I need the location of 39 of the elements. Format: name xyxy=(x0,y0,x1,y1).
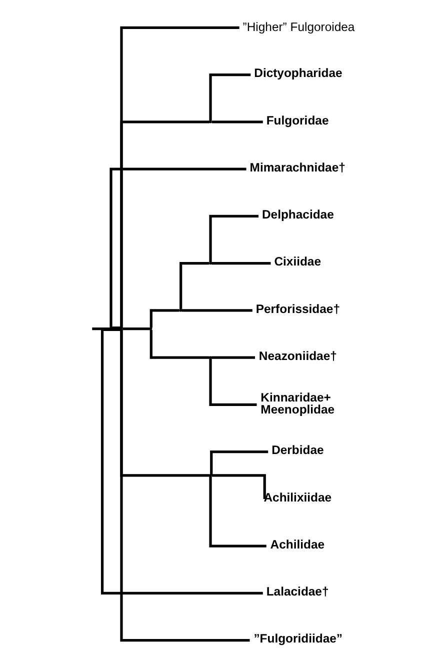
node-point xyxy=(120,327,122,330)
node-point xyxy=(149,327,152,330)
node-text: ”Fulgoridiidae” xyxy=(254,632,343,646)
node-point xyxy=(209,120,212,124)
node-text: Lalacidae† xyxy=(266,584,329,599)
node-point xyxy=(179,309,182,312)
connector xyxy=(150,309,180,328)
node-point xyxy=(209,262,212,265)
node-text: Perforissidae† xyxy=(256,302,340,316)
connector xyxy=(209,214,258,262)
connector xyxy=(120,330,250,642)
connector xyxy=(210,450,268,476)
node-text: Fulgoridae xyxy=(266,113,329,128)
node-text: Achilixiidae xyxy=(264,490,332,504)
connector xyxy=(120,120,210,328)
connector xyxy=(212,120,263,124)
node-text: Mimarachnidae† xyxy=(250,160,346,174)
node-text: Achilidae xyxy=(270,537,325,552)
node-text: Dictyopharidae xyxy=(254,66,342,80)
connector xyxy=(120,330,210,477)
node-text: Cixiidae xyxy=(274,254,322,269)
connector xyxy=(182,309,252,312)
connector xyxy=(209,73,251,121)
connector xyxy=(212,474,266,499)
connector xyxy=(122,327,150,330)
node-text: ”Higher” Fulgoroidea xyxy=(242,20,355,34)
node-text: Kinnaridae+ Meenoplidae xyxy=(260,390,335,417)
node-text: Neazoniidae† xyxy=(258,348,337,363)
connector xyxy=(209,358,257,406)
connector xyxy=(120,26,240,328)
node-text: Delphacidae xyxy=(262,208,334,222)
connector xyxy=(211,262,271,265)
node-text: Derbidae xyxy=(272,443,324,458)
connector xyxy=(209,476,266,548)
connector xyxy=(150,330,210,359)
connector xyxy=(212,356,256,359)
connector xyxy=(180,262,210,310)
connector xyxy=(92,327,120,330)
node-point xyxy=(209,356,212,359)
